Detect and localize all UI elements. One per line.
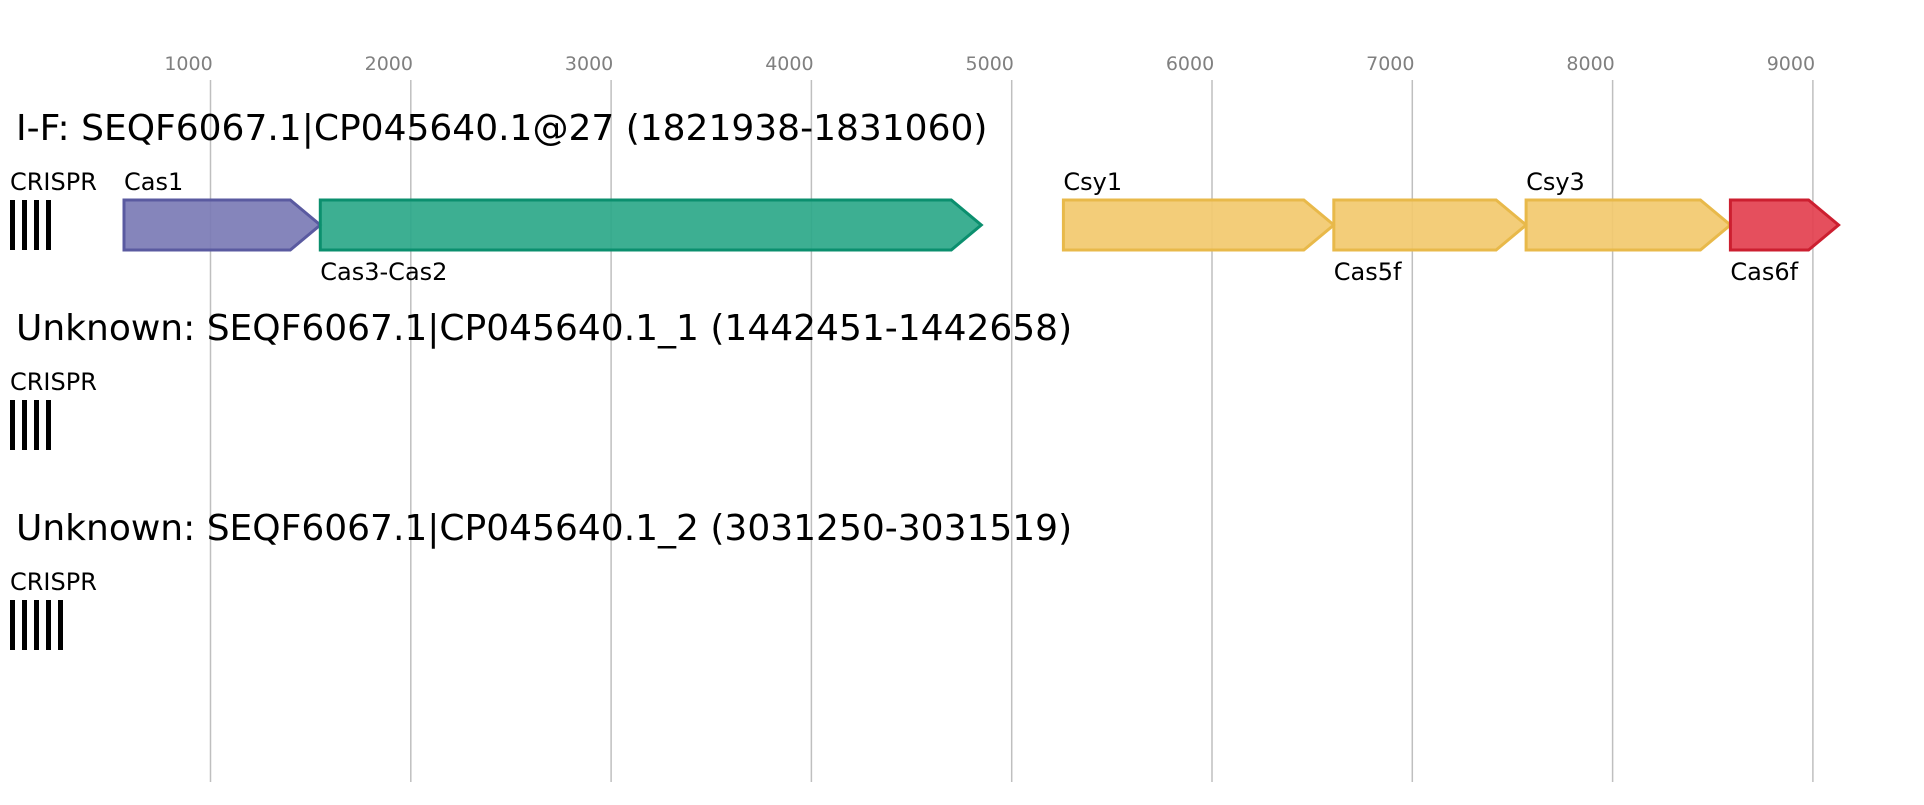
- crispr-repeat-bar: [34, 400, 39, 450]
- clusters: I-F: SEQF6067.1|CP045640.1@27 (1821938-1…: [10, 108, 1841, 650]
- crispr-repeat-bar: [46, 400, 51, 450]
- tick-label: 7000: [1366, 53, 1414, 75]
- crispr-repeat-bar: [58, 600, 63, 650]
- cluster-title: Unknown: SEQF6067.1|CP045640.1_1 (144245…: [16, 308, 1072, 349]
- gene-arrow-cas5f[interactable]: [1332, 198, 1529, 252]
- crispr-array: [10, 600, 63, 650]
- gene-label-csy1: Csy1: [1063, 168, 1122, 196]
- tick-label: 8000: [1566, 53, 1614, 75]
- tick-label: 3000: [565, 53, 613, 75]
- cluster-1: I-F: SEQF6067.1|CP045640.1@27 (1821938-1…: [10, 108, 1841, 286]
- tick-label: 1000: [164, 53, 212, 75]
- cluster-2: Unknown: SEQF6067.1|CP045640.1_1 (144245…: [10, 308, 1072, 450]
- gene-label-csy3: Csy3: [1526, 168, 1585, 196]
- crispr-repeat-bar: [46, 600, 51, 650]
- axis-tick-labels: 1000 2000 3000 4000 5000 6000 7000 8000 9000: [164, 53, 1815, 75]
- cluster-title: I-F: SEQF6067.1|CP045640.1@27 (1821938-1…: [16, 108, 987, 149]
- crispr-repeat-bar: [10, 400, 15, 450]
- crispr-repeat-bar: [22, 400, 27, 450]
- tick-label: 5000: [966, 53, 1014, 75]
- tick-label: 6000: [1166, 53, 1214, 75]
- crispr-repeat-bar: [22, 200, 27, 250]
- cluster-title: Unknown: SEQF6067.1|CP045640.1_2 (303125…: [16, 508, 1072, 549]
- gene-arrow-cas1[interactable]: [122, 198, 323, 252]
- gene-label-cas6f: Cas6f: [1730, 258, 1798, 286]
- crispr-label: CRISPR: [10, 168, 97, 196]
- crispr-repeat-bar: [10, 600, 15, 650]
- crispr-repeat-bar: [34, 600, 39, 650]
- crispr-repeat-bar: [34, 200, 39, 250]
- crispr-array: [10, 400, 51, 450]
- gene-label-cas5f: Cas5f: [1334, 258, 1402, 286]
- crispr-repeat-bar: [22, 600, 27, 650]
- tick-label: 2000: [365, 53, 413, 75]
- crispr-repeat-bar: [10, 200, 15, 250]
- crispr-repeat-bar: [46, 200, 51, 250]
- gene-label-cas3-cas2: Cas3-Cas2: [320, 258, 447, 286]
- gene-arrow-csy3[interactable]: [1524, 198, 1733, 252]
- gene-arrow-csy1[interactable]: [1061, 198, 1337, 252]
- gene-arrow-cas6f[interactable]: [1728, 198, 1841, 252]
- tick-label: 9000: [1767, 53, 1815, 75]
- crispr-label: CRISPR: [10, 368, 97, 396]
- tick-label: 4000: [765, 53, 813, 75]
- crispr-label: CRISPR: [10, 568, 97, 596]
- crispr-array: [10, 200, 51, 250]
- gene-label-cas1: Cas1: [124, 168, 183, 196]
- gene-arrow-cas3-cas2[interactable]: [318, 198, 984, 252]
- cluster-3: Unknown: SEQF6067.1|CP045640.1_2 (303125…: [10, 508, 1072, 650]
- grid-lines: [209, 80, 1814, 782]
